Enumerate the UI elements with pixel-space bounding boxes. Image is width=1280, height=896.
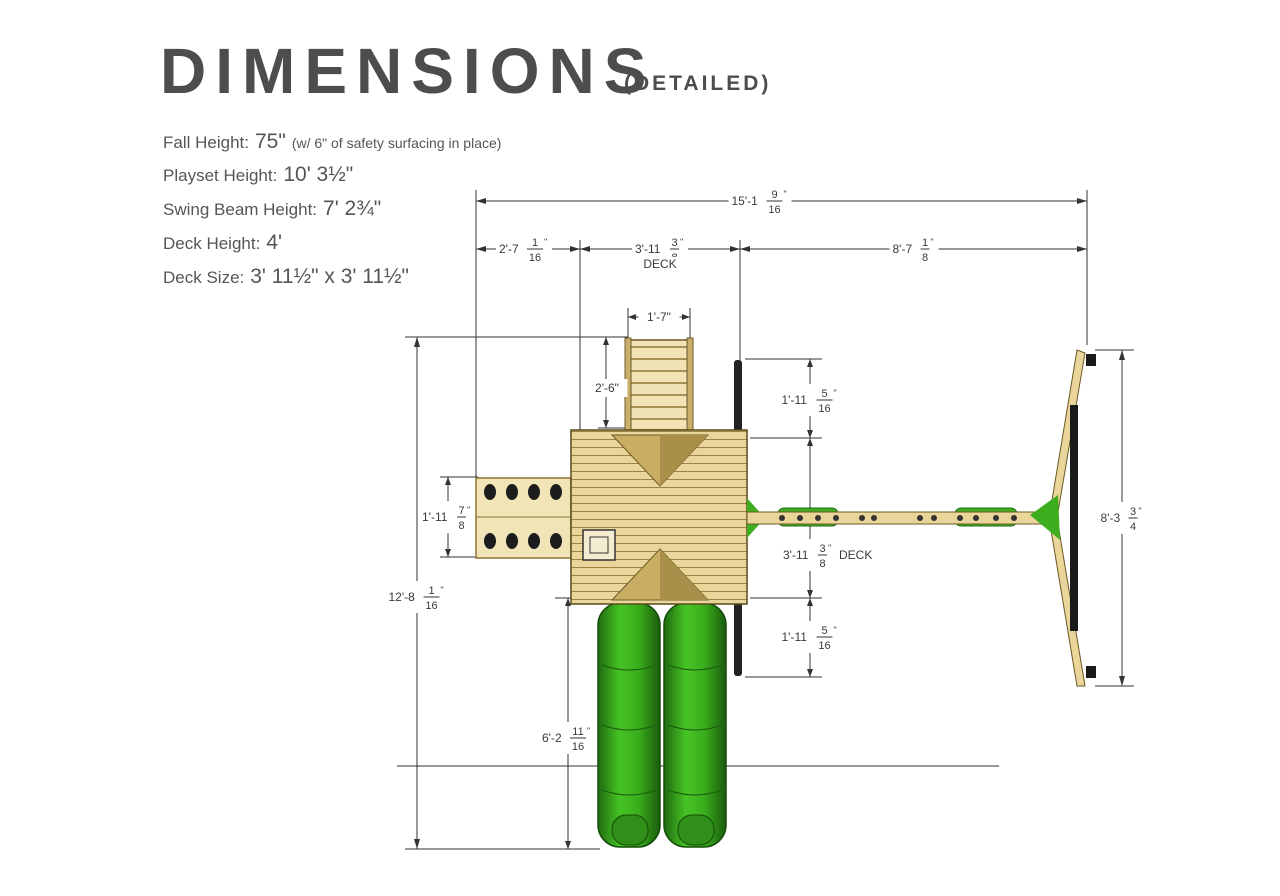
dim-whole: 1'-11 bbox=[422, 510, 448, 524]
dim-whole: 3'-11 bbox=[783, 548, 809, 562]
dim-numerator: 5 bbox=[821, 625, 827, 637]
dim-numerator: 11 bbox=[572, 726, 583, 738]
dim-label-swing-beam-length: 8'-7 1 8" bbox=[889, 233, 939, 265]
dim-unit: " bbox=[784, 189, 787, 199]
dim-unit: " bbox=[1139, 506, 1142, 516]
ladder bbox=[624, 337, 694, 431]
dim-denominator: 16 bbox=[425, 600, 437, 612]
dim-whole: 1'-11 bbox=[782, 393, 808, 407]
spec-playset-height: Playset Height: 10' 3½" bbox=[163, 163, 353, 187]
dim-whole: 15'-1 bbox=[732, 194, 759, 208]
dim-denominator: 4 bbox=[1130, 521, 1136, 533]
spec-note: (w/ 6" of safety surfacing in place) bbox=[291, 135, 502, 151]
dim-whole: 3'-11 bbox=[635, 242, 661, 256]
dim-whole: 2'-7 bbox=[499, 242, 519, 256]
dim-unit: " bbox=[834, 388, 837, 398]
dim-label-upper-right: 1'-11 5 16 " bbox=[778, 384, 842, 416]
dim-label-left-section: 2'-7 1 16" bbox=[496, 233, 552, 265]
dim-numerator: 1 bbox=[922, 237, 928, 249]
dim-whole: 6'-2 bbox=[542, 731, 562, 745]
spec-value: 10' 3½" bbox=[283, 163, 354, 186]
dim-whole: 8'-7 bbox=[893, 242, 913, 256]
posts bbox=[734, 360, 742, 676]
dim-text: 1'-7" bbox=[647, 310, 671, 324]
dim-denominator: 16 bbox=[818, 640, 830, 652]
spec-value: 3' 11½" x 3' 11½" bbox=[250, 265, 410, 288]
dim-deck-label: DECK bbox=[839, 548, 872, 562]
dim-numerator: 3 bbox=[671, 237, 677, 249]
dim-whole: 8'-3 bbox=[1101, 511, 1121, 525]
spec-swing-beam-height: Swing Beam Height: 7' 2¾" bbox=[163, 197, 381, 221]
spec-label: Fall Height: bbox=[163, 133, 249, 152]
dim-unit: " bbox=[931, 237, 934, 247]
spec-label: Swing Beam Height: bbox=[163, 200, 318, 219]
page-subtitle: (DETAILED) bbox=[624, 72, 772, 95]
spec-deck-height: Deck Height: 4' bbox=[163, 231, 282, 255]
dim-denominator: 8 bbox=[922, 252, 928, 264]
dim-unit: " bbox=[828, 543, 831, 553]
dim-label-lower-right: 1'-11 5 16 " bbox=[778, 621, 842, 653]
spec-value: 7' 2¾" bbox=[323, 197, 382, 220]
spec-value: 4' bbox=[266, 231, 283, 254]
dim-numerator: 3 bbox=[819, 543, 825, 555]
dim-numerator: 1 bbox=[428, 585, 434, 597]
dim-unit: " bbox=[587, 726, 590, 736]
dim-label-slide-length: 6'-2 11 16" bbox=[539, 722, 595, 754]
dim-label-ladder-width: 1'-7" bbox=[638, 308, 680, 326]
dim-numerator: 9 bbox=[771, 189, 777, 201]
dim-denominator: 16 bbox=[572, 741, 584, 753]
dim-unit: " bbox=[467, 505, 470, 515]
dim-denominator: 8 bbox=[819, 558, 825, 570]
dim-label-overall-width: 15'-1 9 16 " bbox=[728, 185, 792, 217]
dim-denominator: 16 bbox=[818, 403, 830, 415]
telescope bbox=[582, 529, 616, 561]
dim-text: 2'-6" bbox=[595, 381, 619, 395]
dim-denominator: 8 bbox=[458, 520, 464, 532]
dim-label-a-frame-width: 8'-3 3 4" bbox=[1097, 502, 1147, 534]
rock-climber bbox=[475, 477, 572, 559]
twin-slides bbox=[597, 602, 727, 848]
dim-label-climber: 1'-11 7 8" bbox=[419, 501, 475, 533]
dim-unit: " bbox=[441, 585, 444, 595]
dim-label-ladder-depth: 2'-6" bbox=[586, 379, 628, 397]
spec-fall-height: Fall Height: 75" (w/ 6" of safety surfacin… bbox=[163, 130, 501, 154]
a-frame bbox=[1030, 349, 1096, 687]
dim-numerator: 3 bbox=[1130, 506, 1136, 518]
spec-deck-size: Deck Size: 3' 11½" x 3' 11½" bbox=[163, 265, 409, 289]
dimension-labels: 15'-1916"2'-7116"3'-1138"DECK8'-718"1'-7… bbox=[385, 185, 1147, 754]
dim-unit: " bbox=[834, 625, 837, 635]
dim-label-overall-depth: 12'-8 1 16 " bbox=[385, 581, 449, 613]
dim-whole: 1'-11 bbox=[782, 630, 808, 644]
dim-numerator: 7 bbox=[458, 505, 464, 517]
dim-numerator: 1 bbox=[532, 237, 538, 249]
dimension-arrows bbox=[414, 198, 1125, 849]
spec-label: Playset Height: bbox=[163, 166, 278, 185]
dim-label-deck-right: 3'-11 3 8" DECK bbox=[780, 539, 872, 571]
swing-beam bbox=[746, 498, 1058, 538]
page-title: DIMENSIONS bbox=[160, 35, 656, 107]
dim-unit: " bbox=[544, 237, 547, 247]
spec-value: 75" bbox=[254, 130, 286, 153]
dim-numerator: 5 bbox=[821, 388, 827, 400]
dim-whole: 12'-8 bbox=[389, 590, 416, 604]
dim-denominator: 16 bbox=[529, 252, 541, 264]
dim-denominator: 16 bbox=[768, 204, 780, 216]
spec-label: Deck Height: bbox=[163, 234, 261, 253]
dim-unit: " bbox=[680, 237, 683, 247]
deck bbox=[570, 429, 748, 605]
dim-deck-label: DECK bbox=[643, 257, 676, 271]
spec-label: Deck Size: bbox=[163, 268, 245, 287]
